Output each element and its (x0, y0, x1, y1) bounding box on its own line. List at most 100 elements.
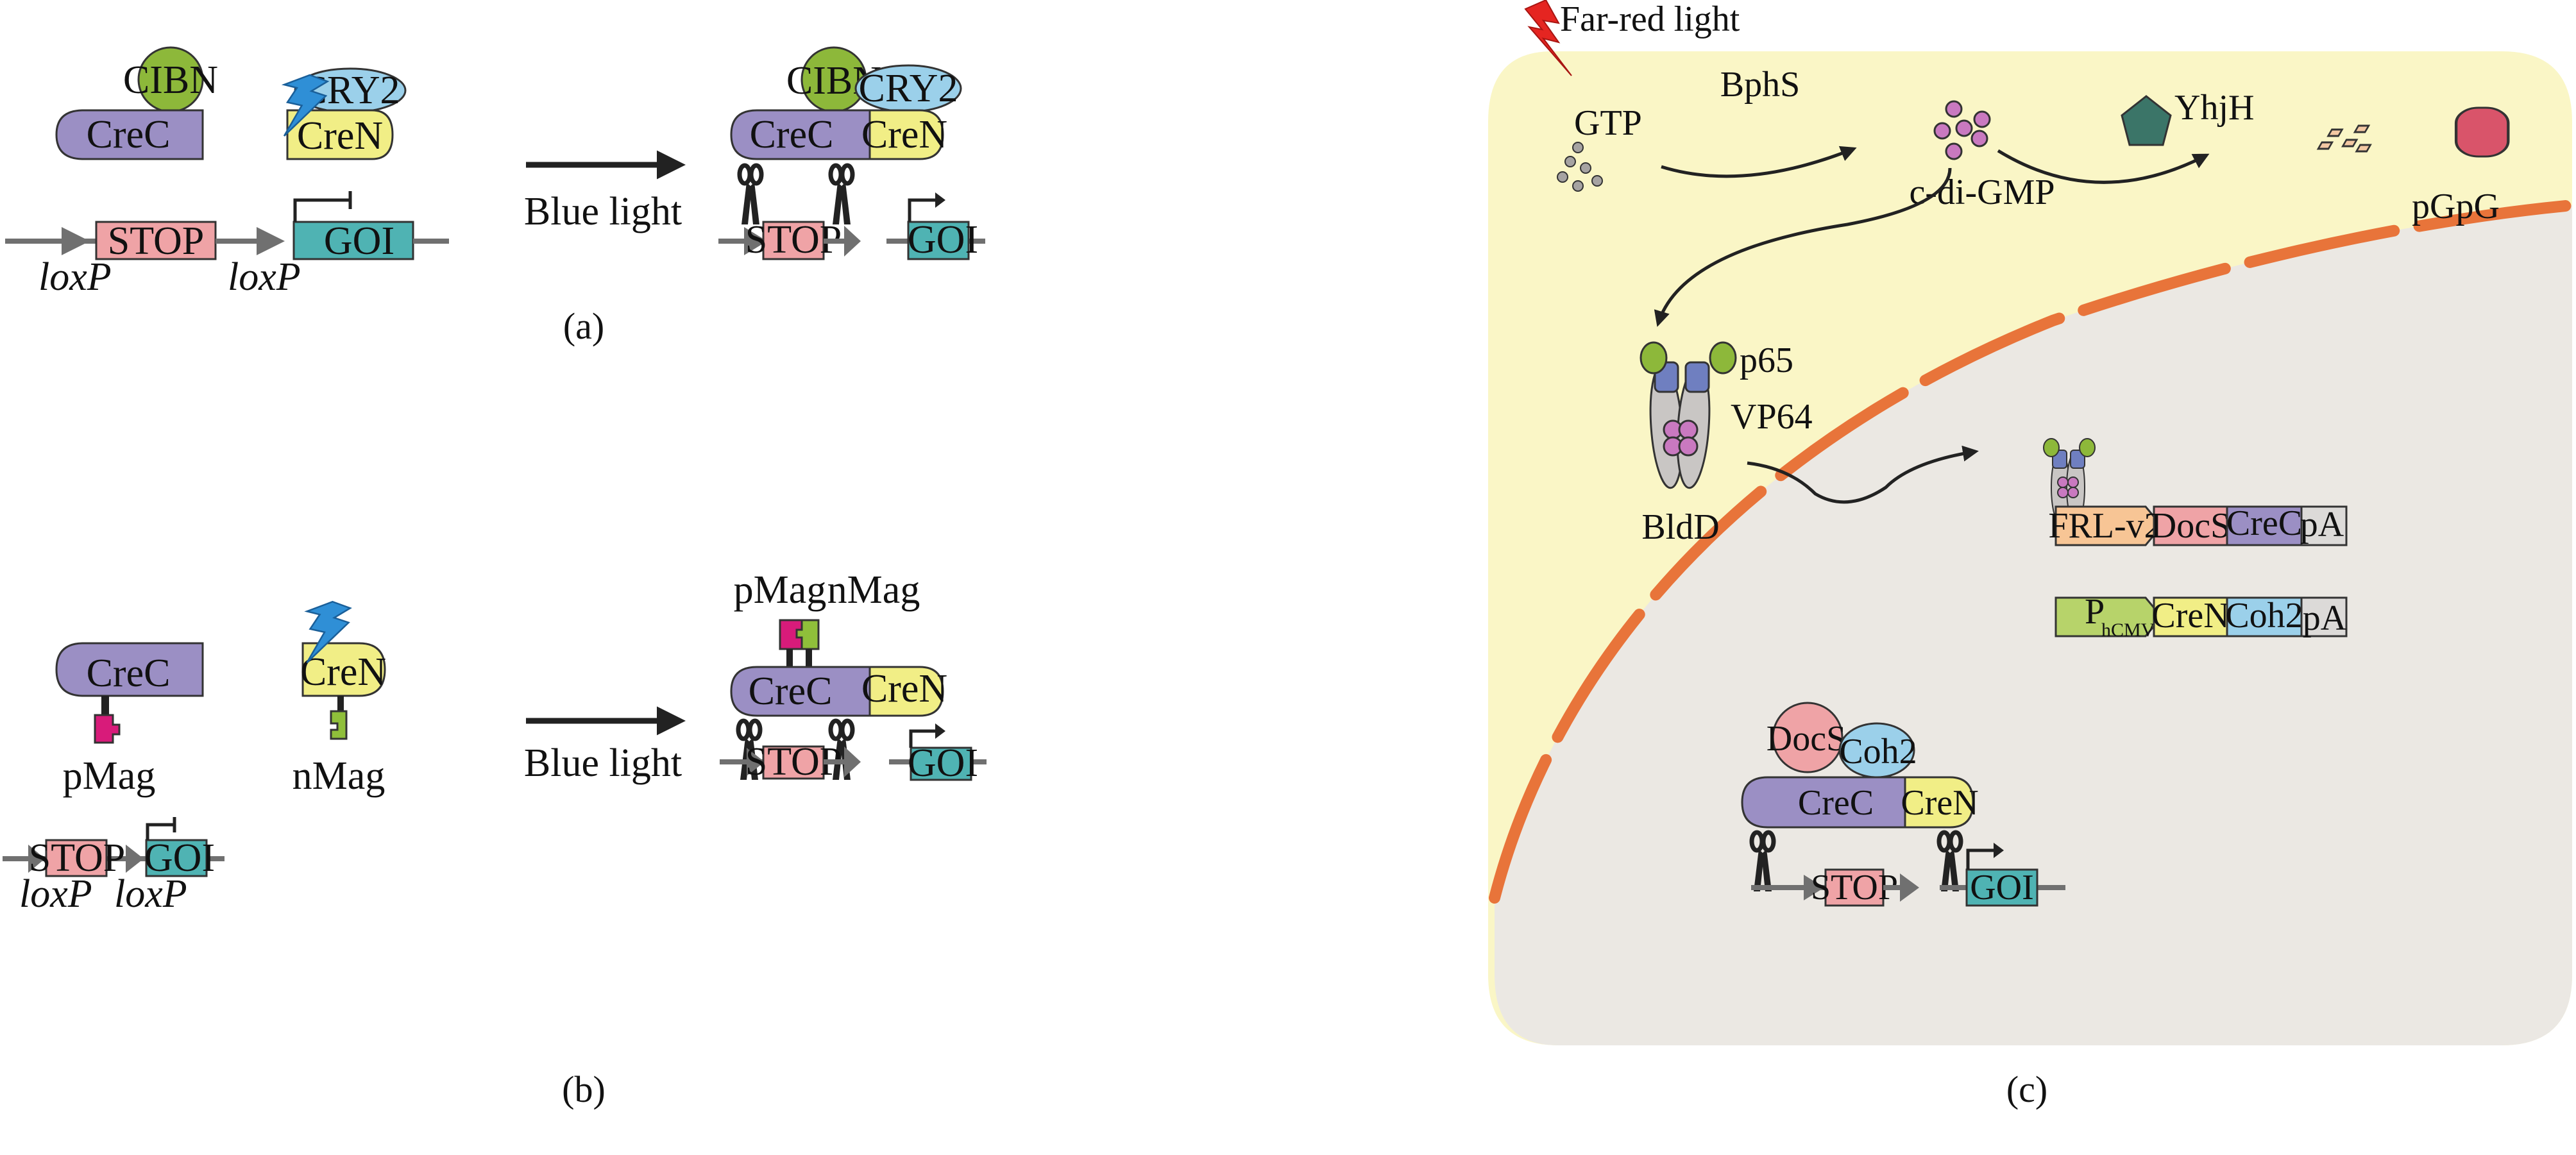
far-red-light-label: Far-red light (1560, 0, 1740, 39)
docs-complex-label: DocS (1767, 719, 1846, 759)
bound-cdigmp (1678, 436, 1699, 457)
loxp-arrow-icon (844, 746, 861, 777)
scissors-icon (831, 165, 852, 224)
gtp-molecules (1557, 142, 1603, 192)
goi-gene (910, 746, 972, 781)
active-promoter-arrow-icon (909, 729, 936, 748)
nmag-domain (330, 710, 348, 740)
stop-cassette (1824, 868, 1885, 907)
docs-label: DocS (2151, 506, 2230, 546)
coh2-complex-label: Coh2 (1839, 732, 1917, 771)
pa-signal (2300, 505, 2348, 546)
loxp-arrow-icon (1804, 875, 1824, 900)
stop-label-b: STOP (29, 836, 126, 880)
cdigmp-molecules (1933, 100, 1991, 160)
pmag-label: pMag (63, 754, 156, 798)
panel-a-caption: (a) (563, 305, 604, 347)
reporter-dna-before: STOP GOI loxP loxP (5, 191, 449, 299)
cren-domain (301, 642, 386, 697)
crec-domain (730, 666, 871, 717)
docs-gene (2153, 505, 2228, 546)
loxp-arrow-icon (62, 227, 90, 255)
cren-label-b: CreN (300, 650, 386, 694)
frl-v2-label: FRL-v2 (2048, 506, 2162, 546)
goi-gene (292, 221, 414, 260)
bldd-complex-bound (2043, 438, 2096, 524)
cren-gene-label: CreN (2151, 596, 2229, 636)
reconstituted-cre-a: CIBN CRY2 CreC CreN (730, 46, 962, 224)
loxp-label-right-b: loxP (114, 872, 187, 916)
goi-gene (145, 839, 208, 877)
phcmv-label-main: P (2085, 592, 2105, 632)
loxp-label-left: loxP (38, 255, 112, 299)
cren-label-after: CreN (861, 113, 947, 156)
cren-label-b-after: CreN (861, 667, 947, 711)
reporter-dna-recombining-b: STOP (720, 740, 861, 784)
loxp-arrow-icon (1900, 873, 1919, 902)
vp64-domain (1684, 361, 1710, 393)
cren-complex-label: CreN (1901, 783, 1978, 823)
nmag-label: nMag (292, 754, 386, 798)
crec-label-after: CreC (750, 113, 834, 156)
cdigmp-to-bldd-arrow (1654, 167, 1952, 327)
phcmv-label-sub: hCMV (2101, 620, 2155, 641)
goi-label-after: GOI (908, 218, 978, 262)
nmag-label-after: nMag (827, 568, 920, 612)
goi-label: GOI (324, 219, 394, 263)
blue-light-label-b: Blue light (524, 741, 682, 785)
pmag-domain (94, 714, 121, 744)
goi-gene (1965, 868, 2038, 907)
crec-label: CreC (87, 113, 171, 156)
blue-light-bolt-icon (304, 600, 352, 664)
pa-label: pA (2300, 505, 2344, 544)
yhjh-enzyme (2121, 95, 2172, 146)
crec-label-b: CreC (87, 652, 171, 695)
loxp-label-right: loxP (228, 255, 301, 299)
reporter-dna-c: STOP GOI (1751, 843, 2065, 907)
bldd-complex (1640, 341, 1737, 489)
loxp-arrow-icon (747, 748, 765, 776)
cry2-label-after: CRY2 (858, 67, 958, 110)
goi-gene (907, 221, 970, 260)
reconstituted-cre-c: DocS Coh2 CreC CreN (1741, 702, 1979, 891)
bldd-label: BldD (1641, 507, 1719, 547)
cren-nmag-fusion: CreN nMag (292, 642, 386, 798)
panel-b: CreC pMag CreN nMag STOP GOI loxP loxP B… (3, 568, 987, 1110)
vp64-label: VP64 (1731, 397, 1813, 437)
panel-b-caption: (b) (562, 1068, 606, 1110)
loxp-arrow-icon (28, 845, 45, 873)
pmag-label-after: pMag (734, 568, 827, 612)
loxp-label-left-b: loxP (19, 872, 92, 916)
coh2-gene-label: Coh2 (2225, 596, 2303, 636)
blocked-promoter-icon (293, 191, 352, 222)
cren-domain (1904, 776, 1974, 829)
crec-domain (55, 109, 204, 160)
loxp-arrow-icon (744, 227, 767, 255)
active-promoter-arrow-icon (1966, 848, 1995, 870)
construct-phcmv-cren-coh2: P hCMV CreN Coh2 pA (2055, 592, 2348, 641)
far-red-light-bolt-icon (1524, 0, 1572, 76)
goi-label-b-after: GOI (908, 741, 978, 785)
nmag-domain (795, 619, 820, 650)
crec-domain (730, 109, 871, 160)
reconstituted-cre-b: pMag nMag CreC CreN (730, 568, 947, 780)
cren-label: CreN (297, 114, 383, 158)
stop-label: STOP (108, 219, 205, 263)
cibn-label: CIBN (123, 58, 218, 102)
p65-label: p65 (1740, 341, 1793, 380)
pgpg-molecules (2316, 124, 2372, 153)
nuclear-envelope (1489, 199, 2576, 904)
gtp-label: GTP (1574, 103, 1642, 143)
bound-cdigmp (1678, 419, 1699, 440)
crec-label-b-after: CreC (749, 670, 833, 713)
crec-gene-label: CreC (2226, 503, 2302, 543)
activated-goi-a: GOI (886, 192, 985, 262)
cren-domain (869, 109, 944, 160)
cibn-crec-fusion: CIBN CreC (55, 46, 218, 160)
construct-frl-docs-crec: FRL-v2 DocS CreC pA (2048, 503, 2348, 546)
goi-label-c: GOI (1970, 868, 2034, 907)
active-promoter-arrow-icon (908, 198, 936, 222)
crec-domain (55, 642, 204, 697)
panel-c-caption: (c) (2006, 1068, 2047, 1110)
